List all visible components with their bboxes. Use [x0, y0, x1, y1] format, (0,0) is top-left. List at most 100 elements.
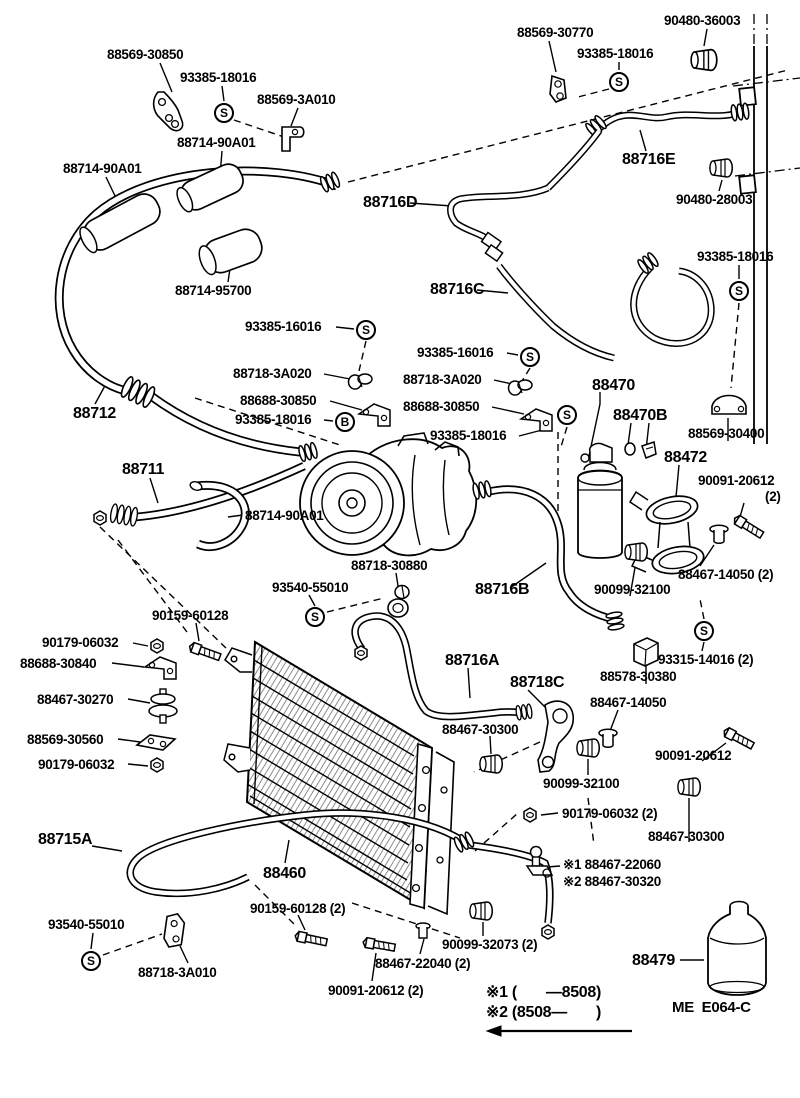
part-label-93385-18016: 93385-18016 [180, 70, 257, 85]
clamp-88569-3a010 [281, 126, 305, 152]
part-label-90179-06032: 90179-06032 [42, 635, 119, 650]
part-label-90091-20612: 90091-20612 [698, 473, 775, 488]
part-label-88688-30840: 88688-30840 [20, 656, 97, 671]
insulator-88467-30270 [148, 688, 178, 724]
bracket-88718-3a010 [163, 912, 186, 948]
circled-s-symbol: S [557, 405, 577, 425]
part-label-88718-3A020: 88718-3A020 [233, 366, 312, 381]
part-label-88470: 88470 [592, 377, 635, 394]
part-label-88718-3A020: 88718-3A020 [403, 372, 482, 387]
part-label-88569-30400: 88569-30400 [688, 426, 765, 441]
compressor [299, 432, 478, 557]
part-label-88714-90A01: 88714-90A01 [245, 508, 324, 523]
part-label-2: (2) [765, 489, 781, 504]
valve-88467-2206x [525, 845, 554, 878]
part-label-88467-30300: 88467-30300 [442, 722, 519, 737]
small-parts [135, 48, 766, 954]
part-label-93385-16016: 93385-16016 [417, 345, 494, 360]
part-label-88569-30770: 88569-30770 [517, 25, 594, 40]
part-label-88479: 88479 [632, 952, 675, 969]
circled-s-symbol: S [694, 621, 714, 641]
part-label-88688-30850: 88688-30850 [240, 393, 317, 408]
part-label-88718-30880: 88718-30880 [351, 558, 428, 573]
part-label-90480-36003: 90480-36003 [664, 13, 741, 28]
circled-s-symbol: S [305, 607, 325, 627]
bracket-88569-30850 [152, 91, 184, 132]
part-label-93540-55010: 93540-55010 [272, 580, 349, 595]
circled-s-symbol: S [520, 347, 540, 367]
hose-88716b [471, 479, 626, 632]
sleeve-88714-90a01-upper [176, 163, 244, 213]
part-label-90159-60128-2: 90159-60128 (2) [250, 901, 346, 916]
part-label-90179-06032-2: 90179-06032 (2) [562, 806, 658, 821]
part-label-88711: 88711 [122, 461, 165, 478]
circled-s-symbol: S [729, 281, 749, 301]
part-label-88467-22040-2: 88467-22040 (2) [375, 956, 471, 971]
part-label-88718C: 88718C [510, 674, 565, 691]
part-label-88714-90A01: 88714-90A01 [177, 135, 256, 150]
clamp-88718-30880 [387, 584, 410, 618]
part-label-88716C: 88716C [430, 281, 485, 298]
part-label-93385-18016: 93385-18016 [697, 249, 774, 264]
body-pipes-top-right [732, 14, 800, 444]
pipe-88716a [351, 612, 534, 721]
pipe-88716c [496, 263, 615, 362]
part-label-93540-55010: 93540-55010 [48, 917, 125, 932]
part-label-90480-28003: 90480-28003 [676, 192, 753, 207]
circled-b-symbol: B [335, 412, 355, 432]
pipe-88715a [126, 809, 555, 940]
hose-88712 [54, 166, 342, 463]
part-label-ME-E064-C: ME E064-C [672, 999, 751, 1016]
part-label-88715A: 88715A [38, 831, 93, 848]
part-label-90099-32100: 90099-32100 [543, 776, 620, 791]
part-label-88467-30300: 88467-30300 [648, 829, 725, 844]
part-label-90091-20612: 90091-20612 [655, 748, 732, 763]
footer-underline [485, 1025, 632, 1037]
part-label-88569-3A010: 88569-3A010 [257, 92, 336, 107]
part-label-88569-30560: 88569-30560 [27, 732, 104, 747]
part-label-90179-06032: 90179-06032 [38, 757, 115, 772]
cushion-88578-30380 [633, 637, 659, 667]
hose-88714-90a01-elbow [189, 480, 250, 552]
circled-s-symbol: S [81, 951, 101, 971]
part-label-88472: 88472 [664, 449, 707, 466]
part-label-88578-30380: 88578-30380 [600, 669, 677, 684]
stud-88467-22040 [415, 922, 431, 939]
part-label-88718-3A010: 88718-3A010 [138, 965, 217, 980]
hose-88711 [93, 462, 306, 528]
part-label-88714-95700: 88714-95700 [175, 283, 252, 298]
condenser-brackets [223, 647, 253, 773]
sleeve-88714-95700 [198, 228, 263, 276]
part-label-93385-18016: 93385-18016 [577, 46, 654, 61]
receiver-drier-88470 [577, 442, 623, 559]
part-label-88467-30270: 88467-30270 [37, 692, 114, 707]
pipe-88716-loop [630, 250, 715, 347]
bracket-88718c [537, 700, 575, 773]
pipe-88716d [447, 128, 602, 263]
part-label-88470B: 88470B [613, 407, 668, 424]
part-label-1-88467-22060: ※1 88467-22060 [563, 857, 661, 872]
circled-s-symbol: S [214, 103, 234, 123]
part-label-88714-90A01: 88714-90A01 [63, 161, 142, 176]
circled-s-symbol: S [356, 320, 376, 340]
part-label-93385-16016: 93385-16016 [245, 319, 322, 334]
part-label-1-8508: ※1 ( —8508) [486, 984, 602, 1001]
part-label-88460: 88460 [263, 865, 306, 882]
clamp-bracket-88472 [628, 490, 705, 575]
sleeve-88714-90a01-left [79, 193, 161, 254]
part-label-90159-60128: 90159-60128 [152, 608, 229, 623]
clamp-88569-30770 [549, 74, 567, 103]
part-label-88569-30850: 88569-30850 [107, 47, 184, 62]
pipe-88716e [583, 102, 751, 139]
condenser-88460 [223, 640, 455, 916]
part-label-88712: 88712 [73, 405, 116, 422]
drier-fittings-88470b [624, 441, 657, 459]
part-label-90091-20612-2: 90091-20612 (2) [328, 983, 424, 998]
circled-s-symbol: S [609, 72, 629, 92]
part-label-88467-14050-2: 88467-14050 (2) [678, 567, 774, 582]
plate-88569-30560 [135, 734, 177, 751]
part-label-88716B: 88716B [475, 581, 530, 598]
part-label-2-8508: ※2 (8508— ) [486, 1004, 602, 1021]
